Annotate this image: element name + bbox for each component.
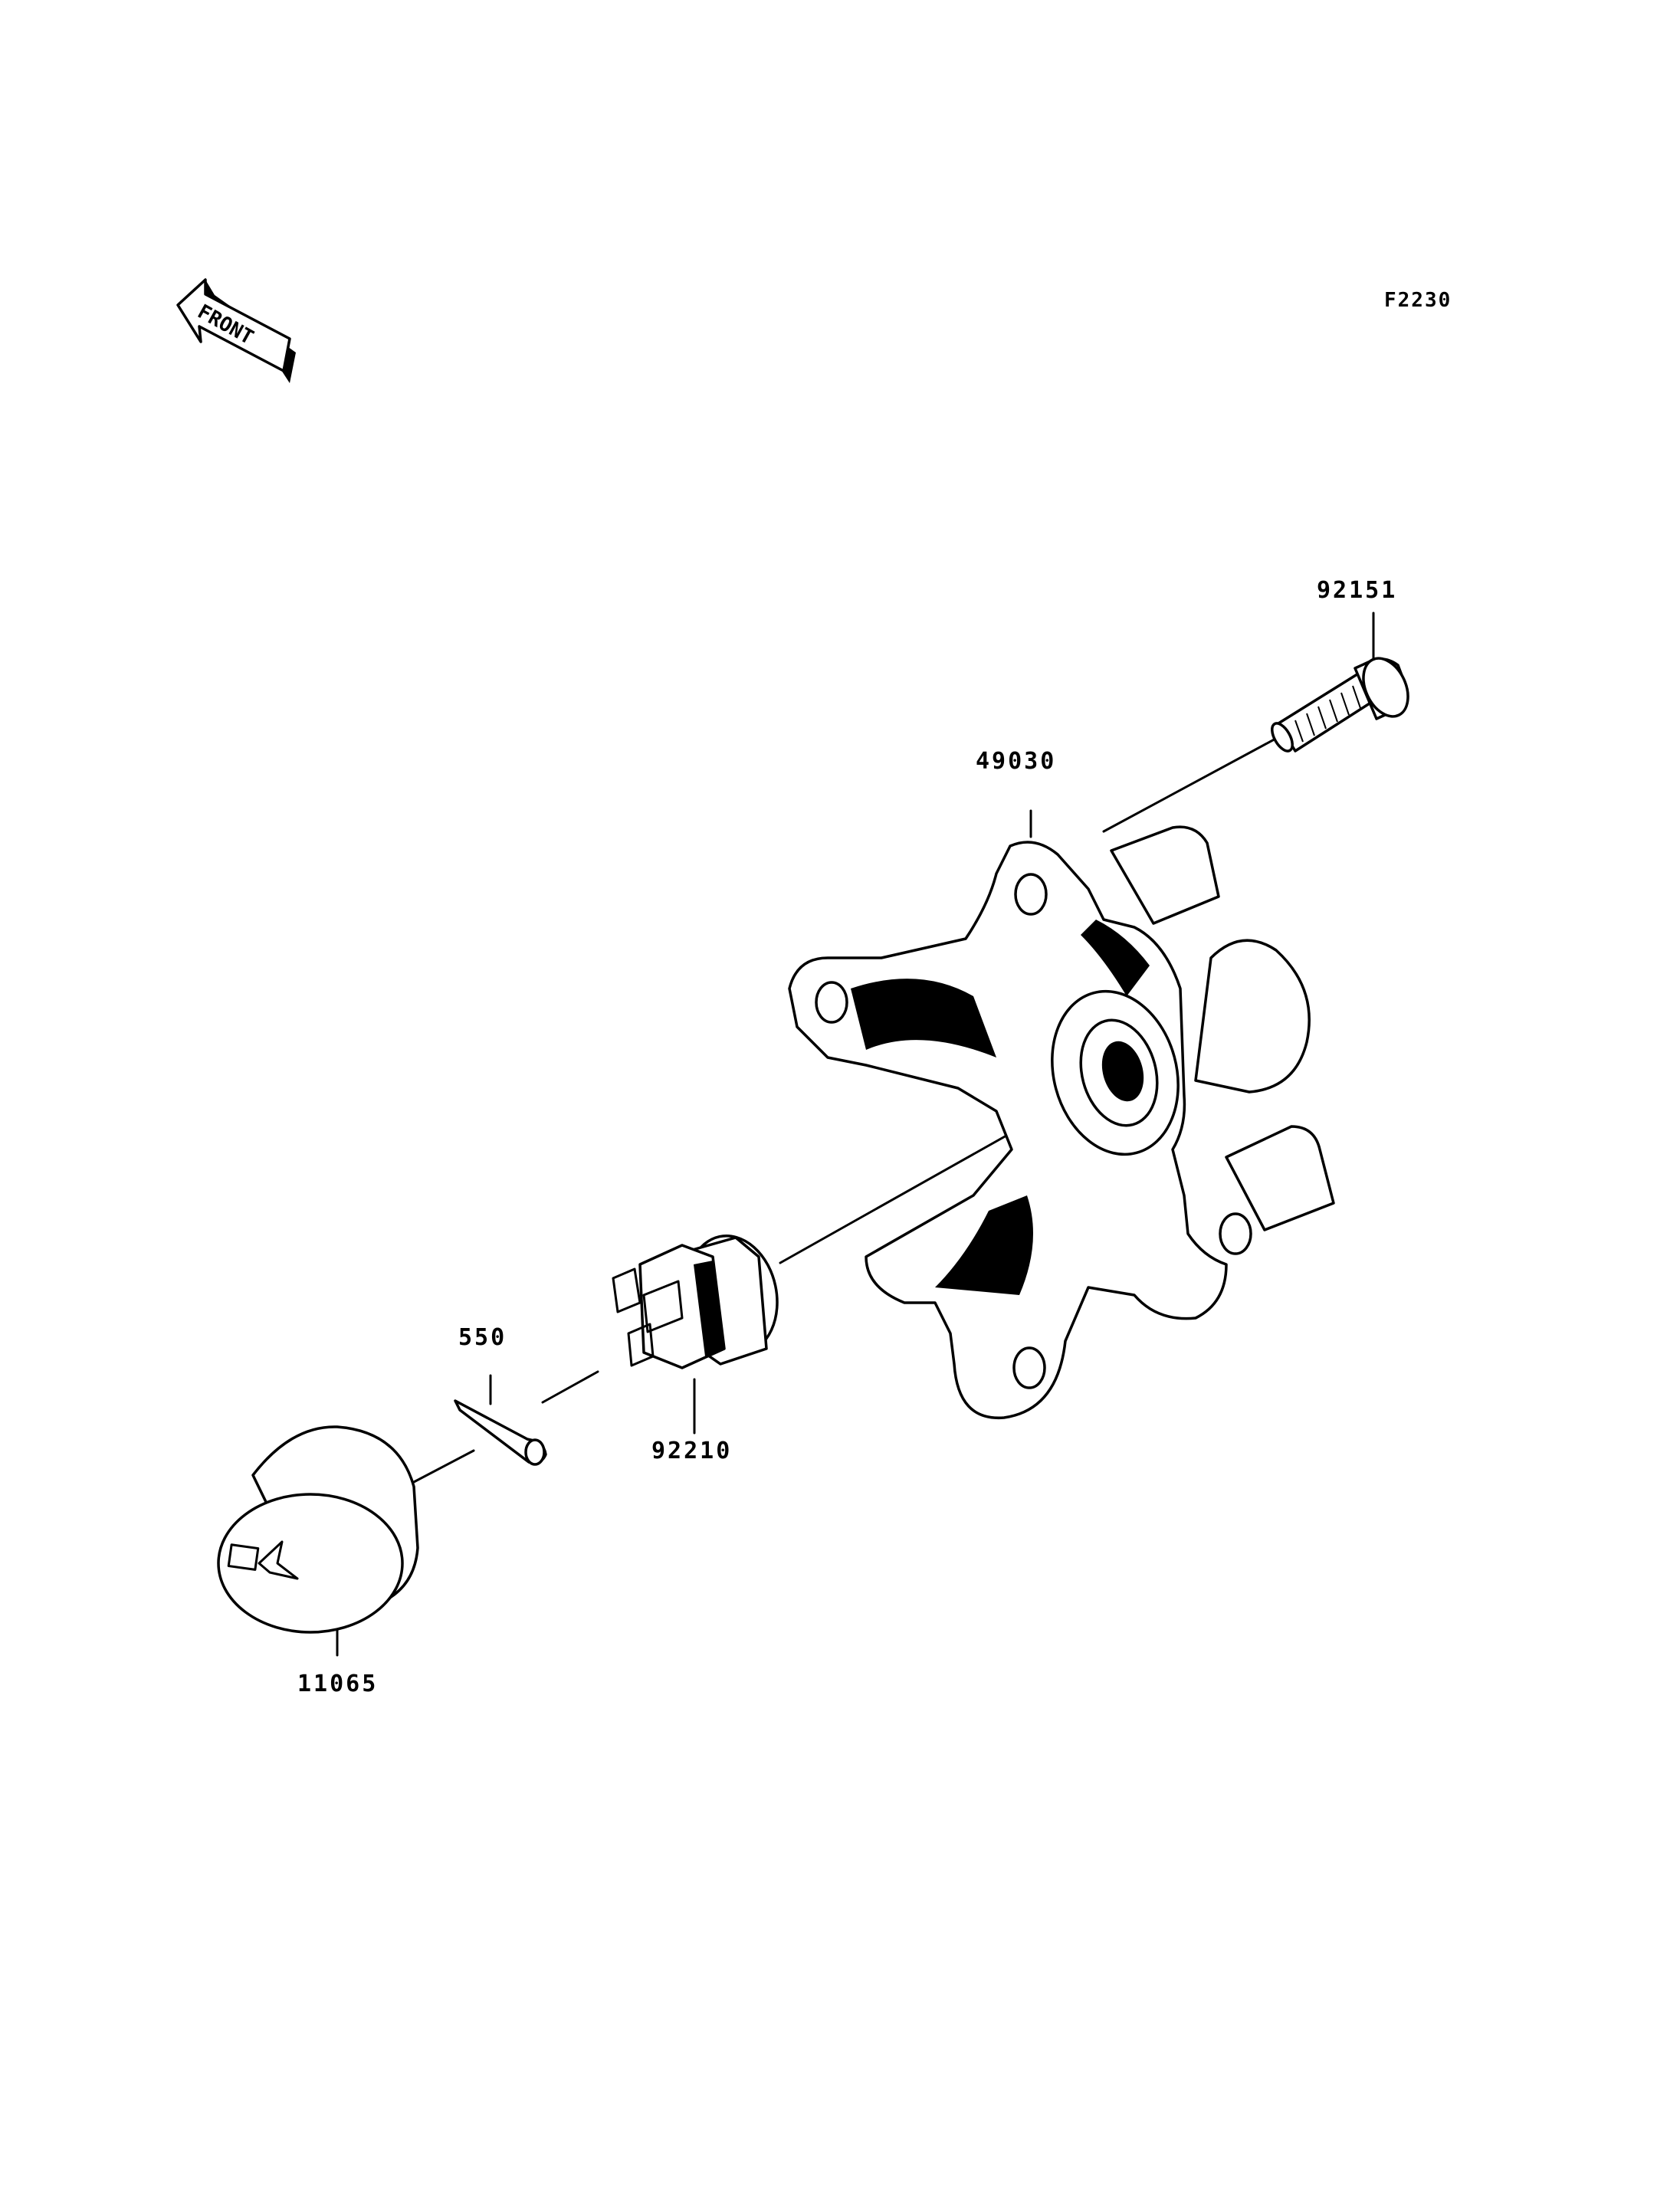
kawasaki-logo-icon: [227, 1540, 299, 1580]
part-number-label: 92210: [651, 1438, 732, 1464]
part-number-label: 11065: [297, 1671, 378, 1697]
hub-bolt-hole: [1012, 1346, 1046, 1389]
hub-bolt-hole: [1014, 873, 1048, 916]
part-number-label: 550: [458, 1324, 507, 1351]
stud-92151: [1271, 657, 1409, 753]
assembly-axis-lines: [336, 612, 1375, 1657]
castle-nut-92210: [612, 1235, 779, 1369]
cap-11065: [217, 1425, 419, 1634]
part-number-label: 92151: [1317, 577, 1397, 604]
hub-bolt-hole: [815, 981, 848, 1024]
part-number-label: 49030: [976, 748, 1056, 775]
cotter-pin-550: [454, 1399, 547, 1466]
figure-code: F2230: [1384, 289, 1452, 312]
hub-bolt-hole: [1219, 1212, 1252, 1255]
front-arrow-icon: FRONT: [176, 278, 296, 383]
hub-49030: [788, 825, 1335, 1420]
